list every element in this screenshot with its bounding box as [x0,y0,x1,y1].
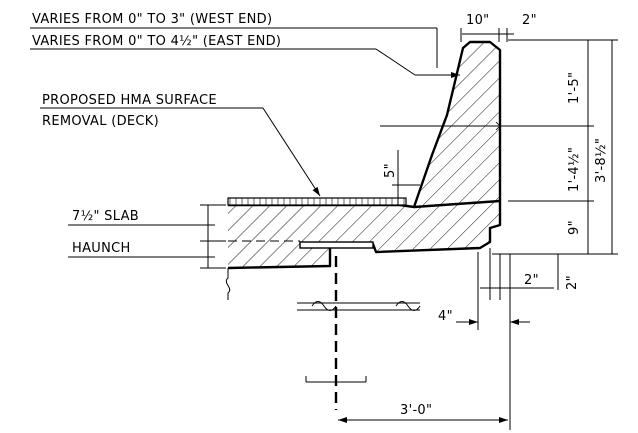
slab-label: 7½" SLAB [72,209,139,224]
east-end-leader-slant [375,48,416,76]
web-break-left [311,301,337,311]
surface-note-line2: REMOVAL (DECK) [42,114,159,129]
overall-height-label: 3'-8½" [594,138,609,183]
concrete-section [227,40,502,270]
haunch-label: HAUNCH [72,241,131,256]
bottom-height-label: 9" [567,220,582,235]
surface-leader [262,107,321,197]
toe-dim-label: 5" [383,163,398,178]
web-break-right [395,301,421,311]
upper-height-label: 1'-5" [567,72,582,104]
top-width-label: 10" [466,13,489,28]
west-end-note: VARIES FROM 0" TO 3" (WEST END) [32,12,272,27]
bottom-offset-label: 2" [524,273,539,288]
bottom-offset-vertical-label: 2" [565,275,580,290]
east-end-note: VARIES FROM 0" TO 4½" (EAST END) [32,34,281,49]
edge-offset-label: 4" [438,309,453,324]
surface-note-line1: PROPOSED HMA SURFACE [42,93,217,108]
break-line [225,268,231,300]
middle-height-label: 1'-4½" [567,147,582,192]
top-offset-label: 2" [522,13,537,28]
centerline-distance-label: 3'-0" [400,403,432,418]
